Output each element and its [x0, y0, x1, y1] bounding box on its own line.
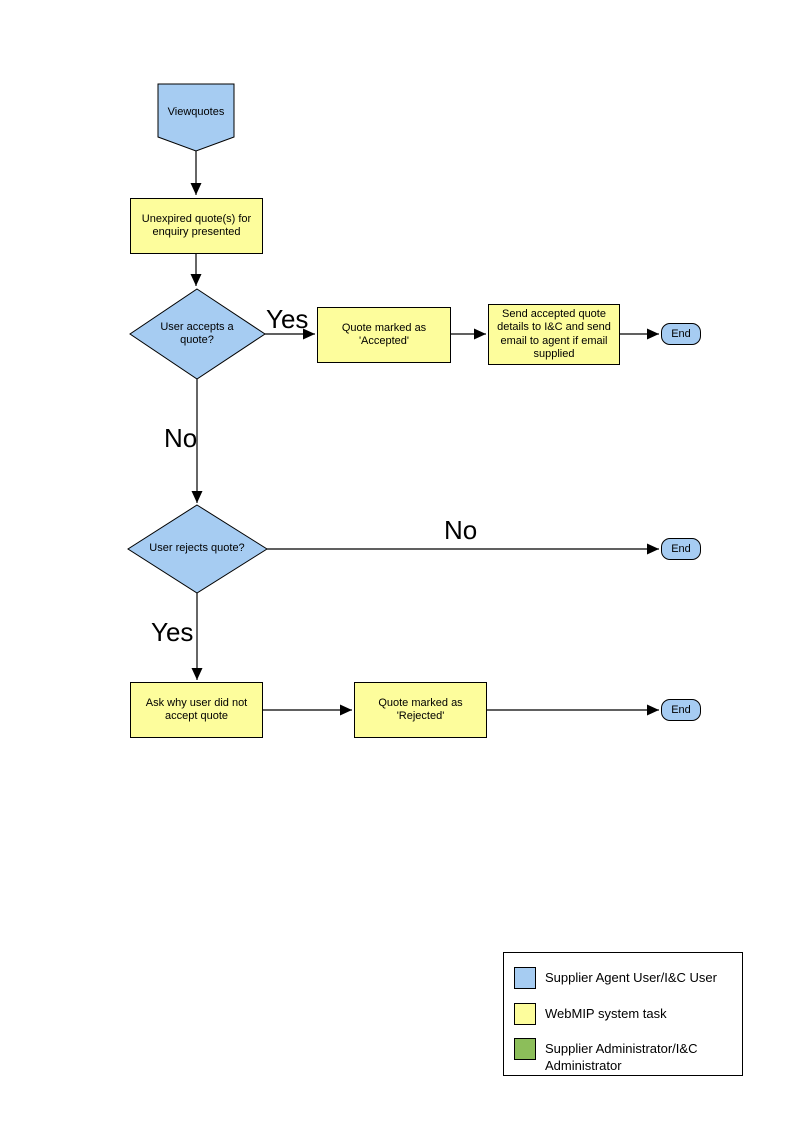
- legend-swatch-webmip-system-task: [514, 1003, 536, 1025]
- process-marked-accepted: Quote marked as 'Accepted': [317, 307, 451, 363]
- decision-rejects-shape: [127, 504, 268, 594]
- legend: Supplier Agent User/I&C User WebMIP syst…: [503, 952, 743, 1076]
- legend-item-label: Supplier Agent User/I&C User: [545, 970, 717, 985]
- edge-label-no-reject: No: [444, 515, 478, 545]
- legend-swatch-supplier-agent-user: [514, 967, 536, 989]
- decision-accepts-shape: [129, 288, 266, 380]
- legend-item-label: WebMIP system task: [545, 1006, 667, 1021]
- end-node-rejected: End: [661, 699, 701, 721]
- process-send-details: Send accepted quote details to I&C and s…: [488, 304, 620, 365]
- edge-label-yes-accept: Yes: [266, 304, 309, 334]
- legend-item: Supplier Agent User/I&C User: [514, 967, 732, 989]
- legend-item-label: Supplier Administrator/I&C Administrator: [545, 1041, 698, 1073]
- edge-label-no-accept: No: [164, 423, 198, 453]
- legend-item: Supplier Administrator/I&C Administrator: [514, 1038, 732, 1074]
- start-pentagon-shape: [157, 83, 235, 152]
- end-node-no-reject: End: [661, 538, 701, 560]
- legend-swatch-supplier-administrator: [514, 1038, 536, 1060]
- legend-item: WebMIP system task: [514, 1003, 732, 1025]
- edge-label-yes-reject: Yes: [151, 617, 194, 647]
- process-ask-why: Ask why user did not accept quote: [130, 682, 263, 738]
- process-unexpired-quotes: Unexpired quote(s) for enquiry presented: [130, 198, 263, 254]
- process-marked-rejected: Quote marked as 'Rejected': [354, 682, 487, 738]
- end-node-accepted: End: [661, 323, 701, 345]
